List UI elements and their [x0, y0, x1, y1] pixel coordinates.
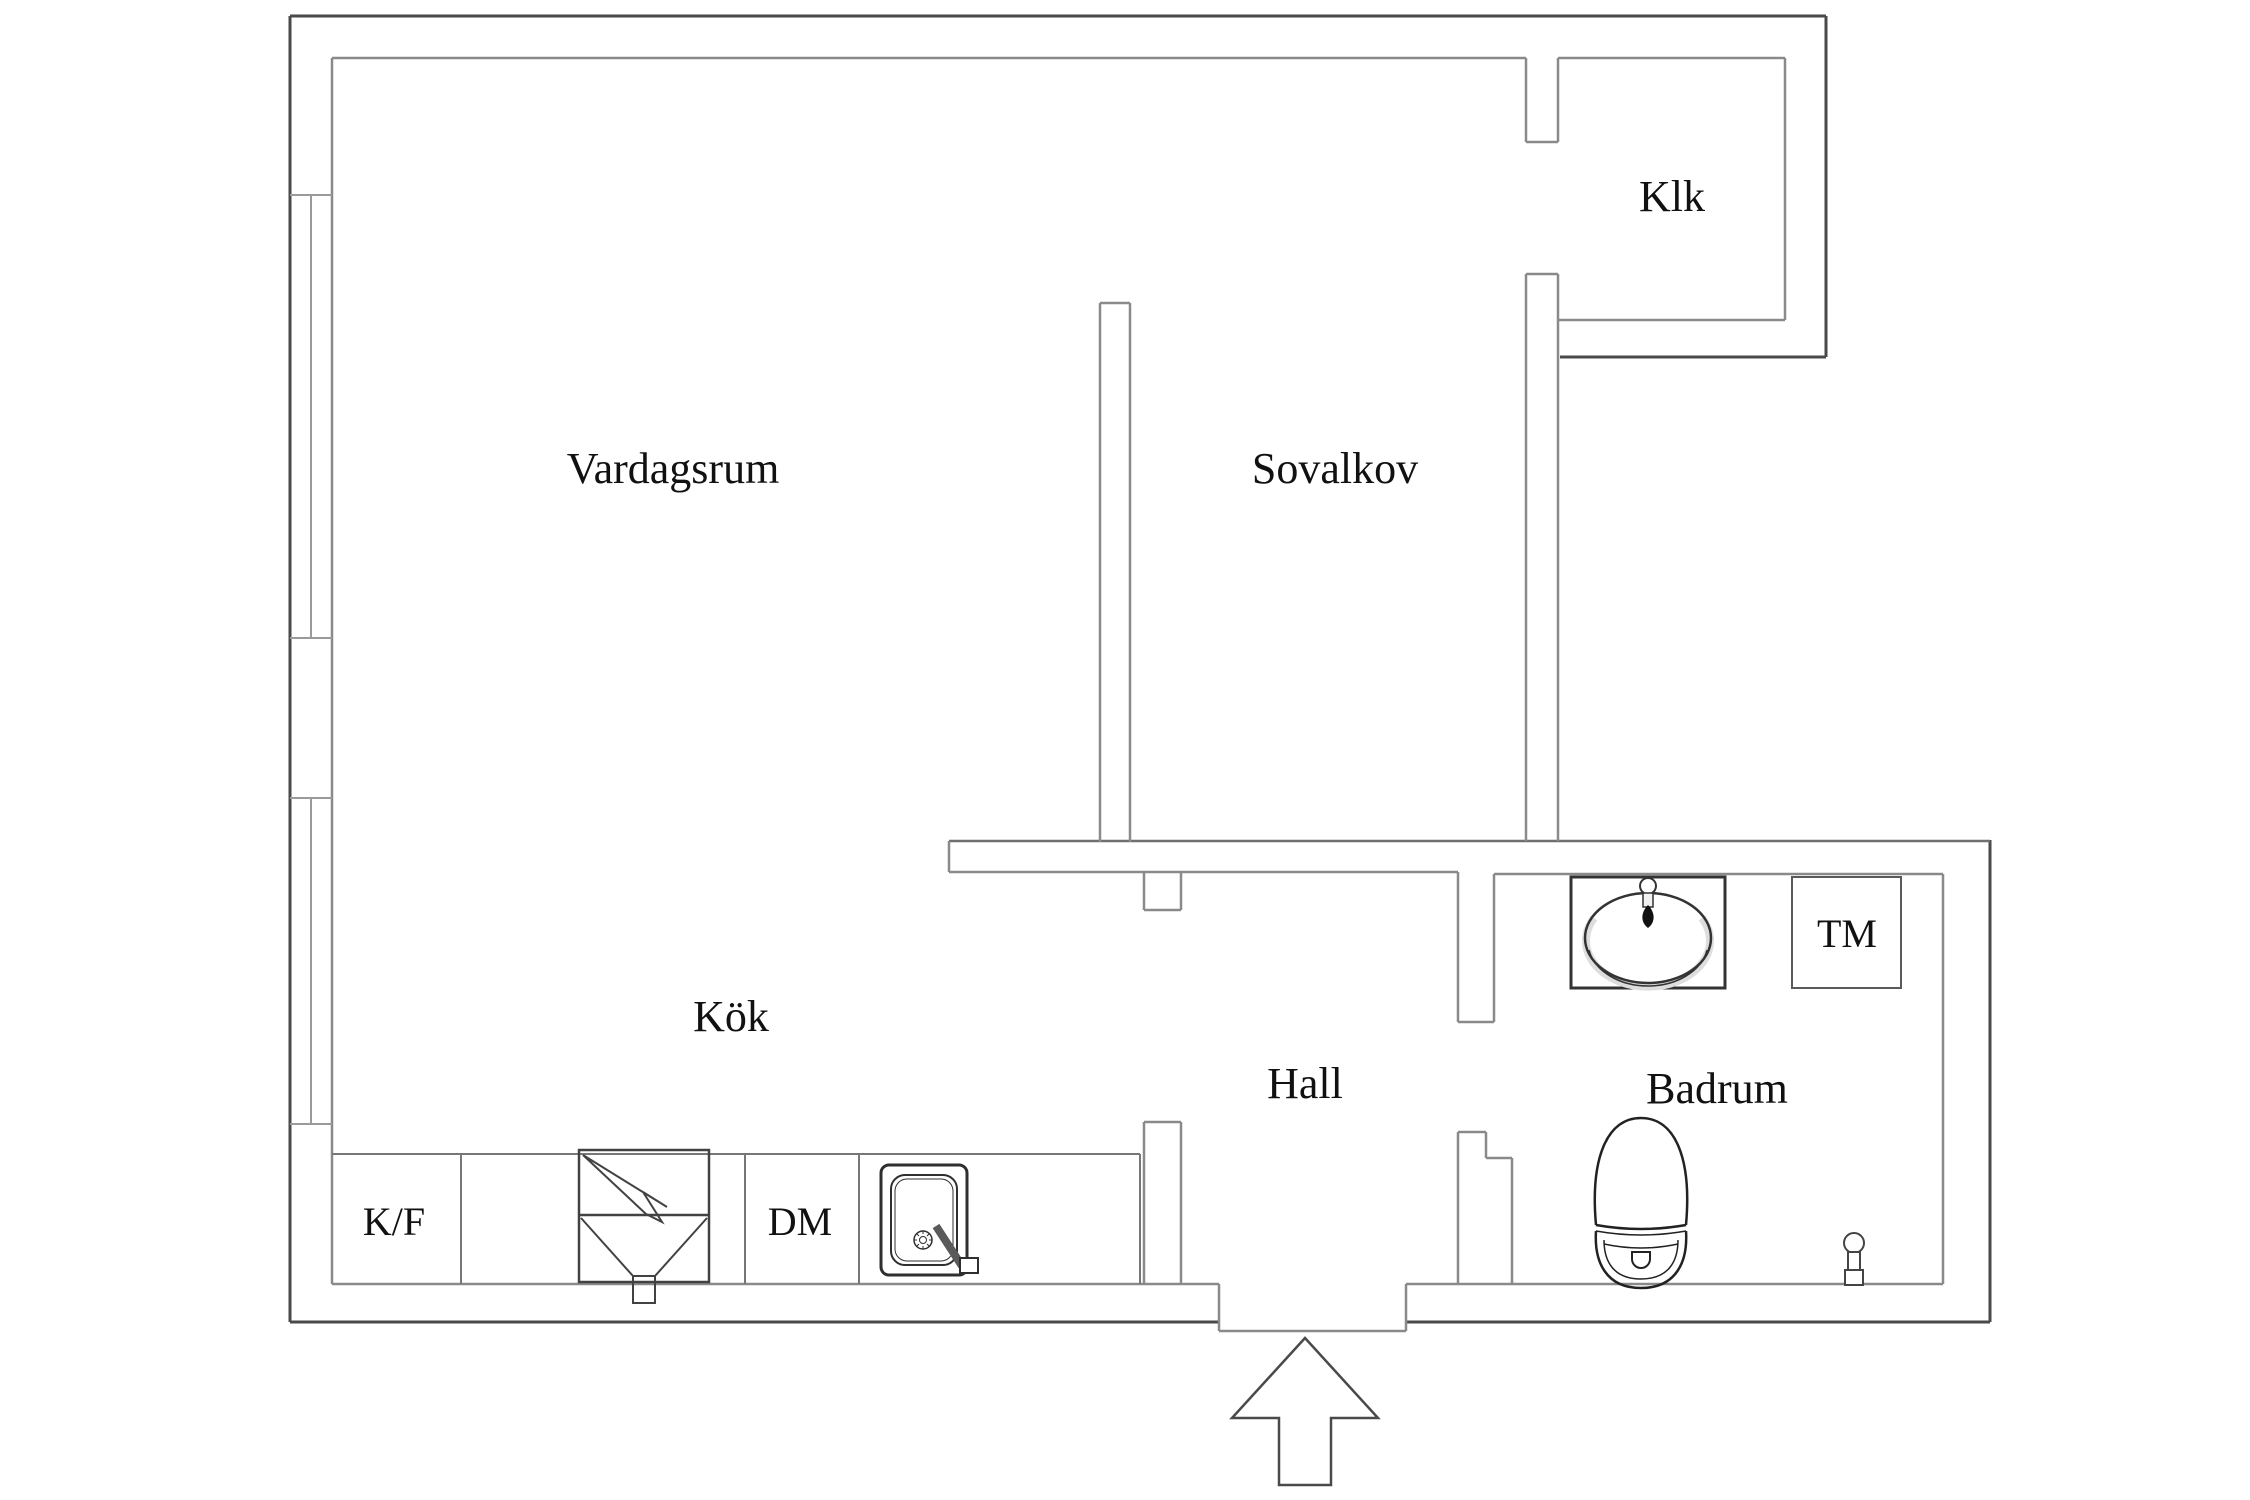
- room-label-kok: Kök: [693, 992, 769, 1041]
- room-label-badrum: Badrum: [1646, 1064, 1788, 1113]
- room-label-vardagsrum: Vardagsrum: [567, 444, 780, 493]
- stove-fan-icon: [577, 1148, 711, 1304]
- room-labels: Vardagsrum Sovalkov Klk Kök Hall Badrum: [567, 172, 1788, 1113]
- inner-walls: [330, 56, 1990, 1333]
- window-icon: [290, 194, 332, 1125]
- room-label-hall: Hall: [1267, 1059, 1343, 1108]
- washing-machine-box: [1791, 876, 1902, 989]
- bathroom-sink-icon: [1569, 875, 1727, 991]
- appliance-label-kf: K/F: [363, 1199, 425, 1244]
- toilet-icon: [1593, 1116, 1689, 1290]
- kitchen-sink-icon: [879, 1163, 979, 1277]
- outer-walls: [288, 14, 1992, 1324]
- appliance-labels: K/F DM TM: [363, 911, 1877, 1244]
- appliance-label-tm: TM: [1817, 911, 1877, 956]
- room-label-klk: Klk: [1639, 172, 1705, 221]
- kitchen-counter: [332, 1153, 1141, 1284]
- water-valve-icon: [1843, 1232, 1865, 1286]
- room-label-sovalkov: Sovalkov: [1252, 444, 1418, 493]
- appliance-label-dm: DM: [768, 1199, 832, 1244]
- entrance-arrow-icon: [1229, 1336, 1381, 1487]
